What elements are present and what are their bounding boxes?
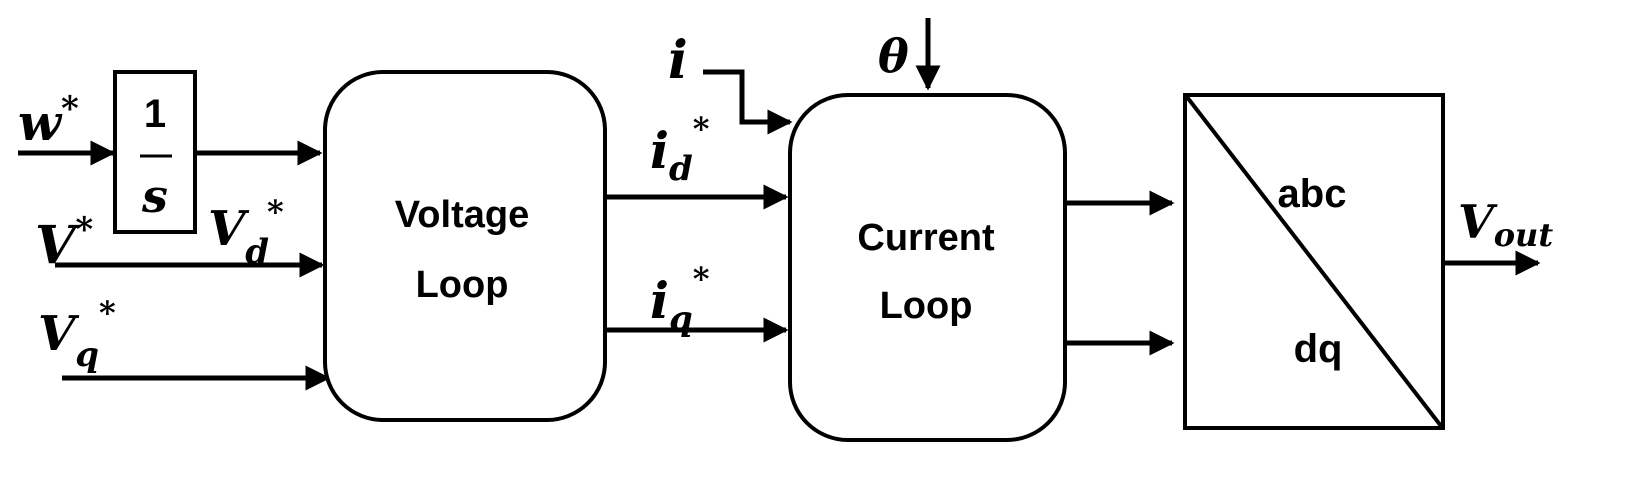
transform-diagonal bbox=[1185, 95, 1443, 428]
i-label: i bbox=[668, 30, 688, 91]
w-star-label: w* bbox=[18, 89, 79, 152]
integrator-denominator: s bbox=[141, 169, 168, 223]
integrator-block bbox=[113, 70, 197, 234]
transform-abc-label: abc bbox=[1278, 172, 1347, 216]
i-feedback-wire bbox=[703, 69, 793, 135]
voltage-loop-block bbox=[323, 70, 607, 422]
vq-star-label: Vq* bbox=[38, 294, 116, 375]
current-loop-block bbox=[788, 93, 1067, 442]
theta-label: θ bbox=[878, 29, 909, 83]
transform-dq-label: dq bbox=[1294, 327, 1343, 371]
current-loop-label-line2: Loop bbox=[880, 285, 973, 327]
id-star-label: id* bbox=[650, 110, 710, 189]
iq-star-label: iq* bbox=[650, 260, 710, 339]
voltage-loop-label-line2: Loop bbox=[416, 264, 509, 306]
integrator-numerator: 1 bbox=[144, 92, 166, 136]
vd-star-label: Vd* bbox=[208, 193, 284, 272]
current-loop-label-line1: Current bbox=[857, 217, 995, 259]
voltage-loop-label-line1: Voltage bbox=[395, 194, 529, 236]
vout-label: Vout bbox=[1458, 195, 1553, 254]
